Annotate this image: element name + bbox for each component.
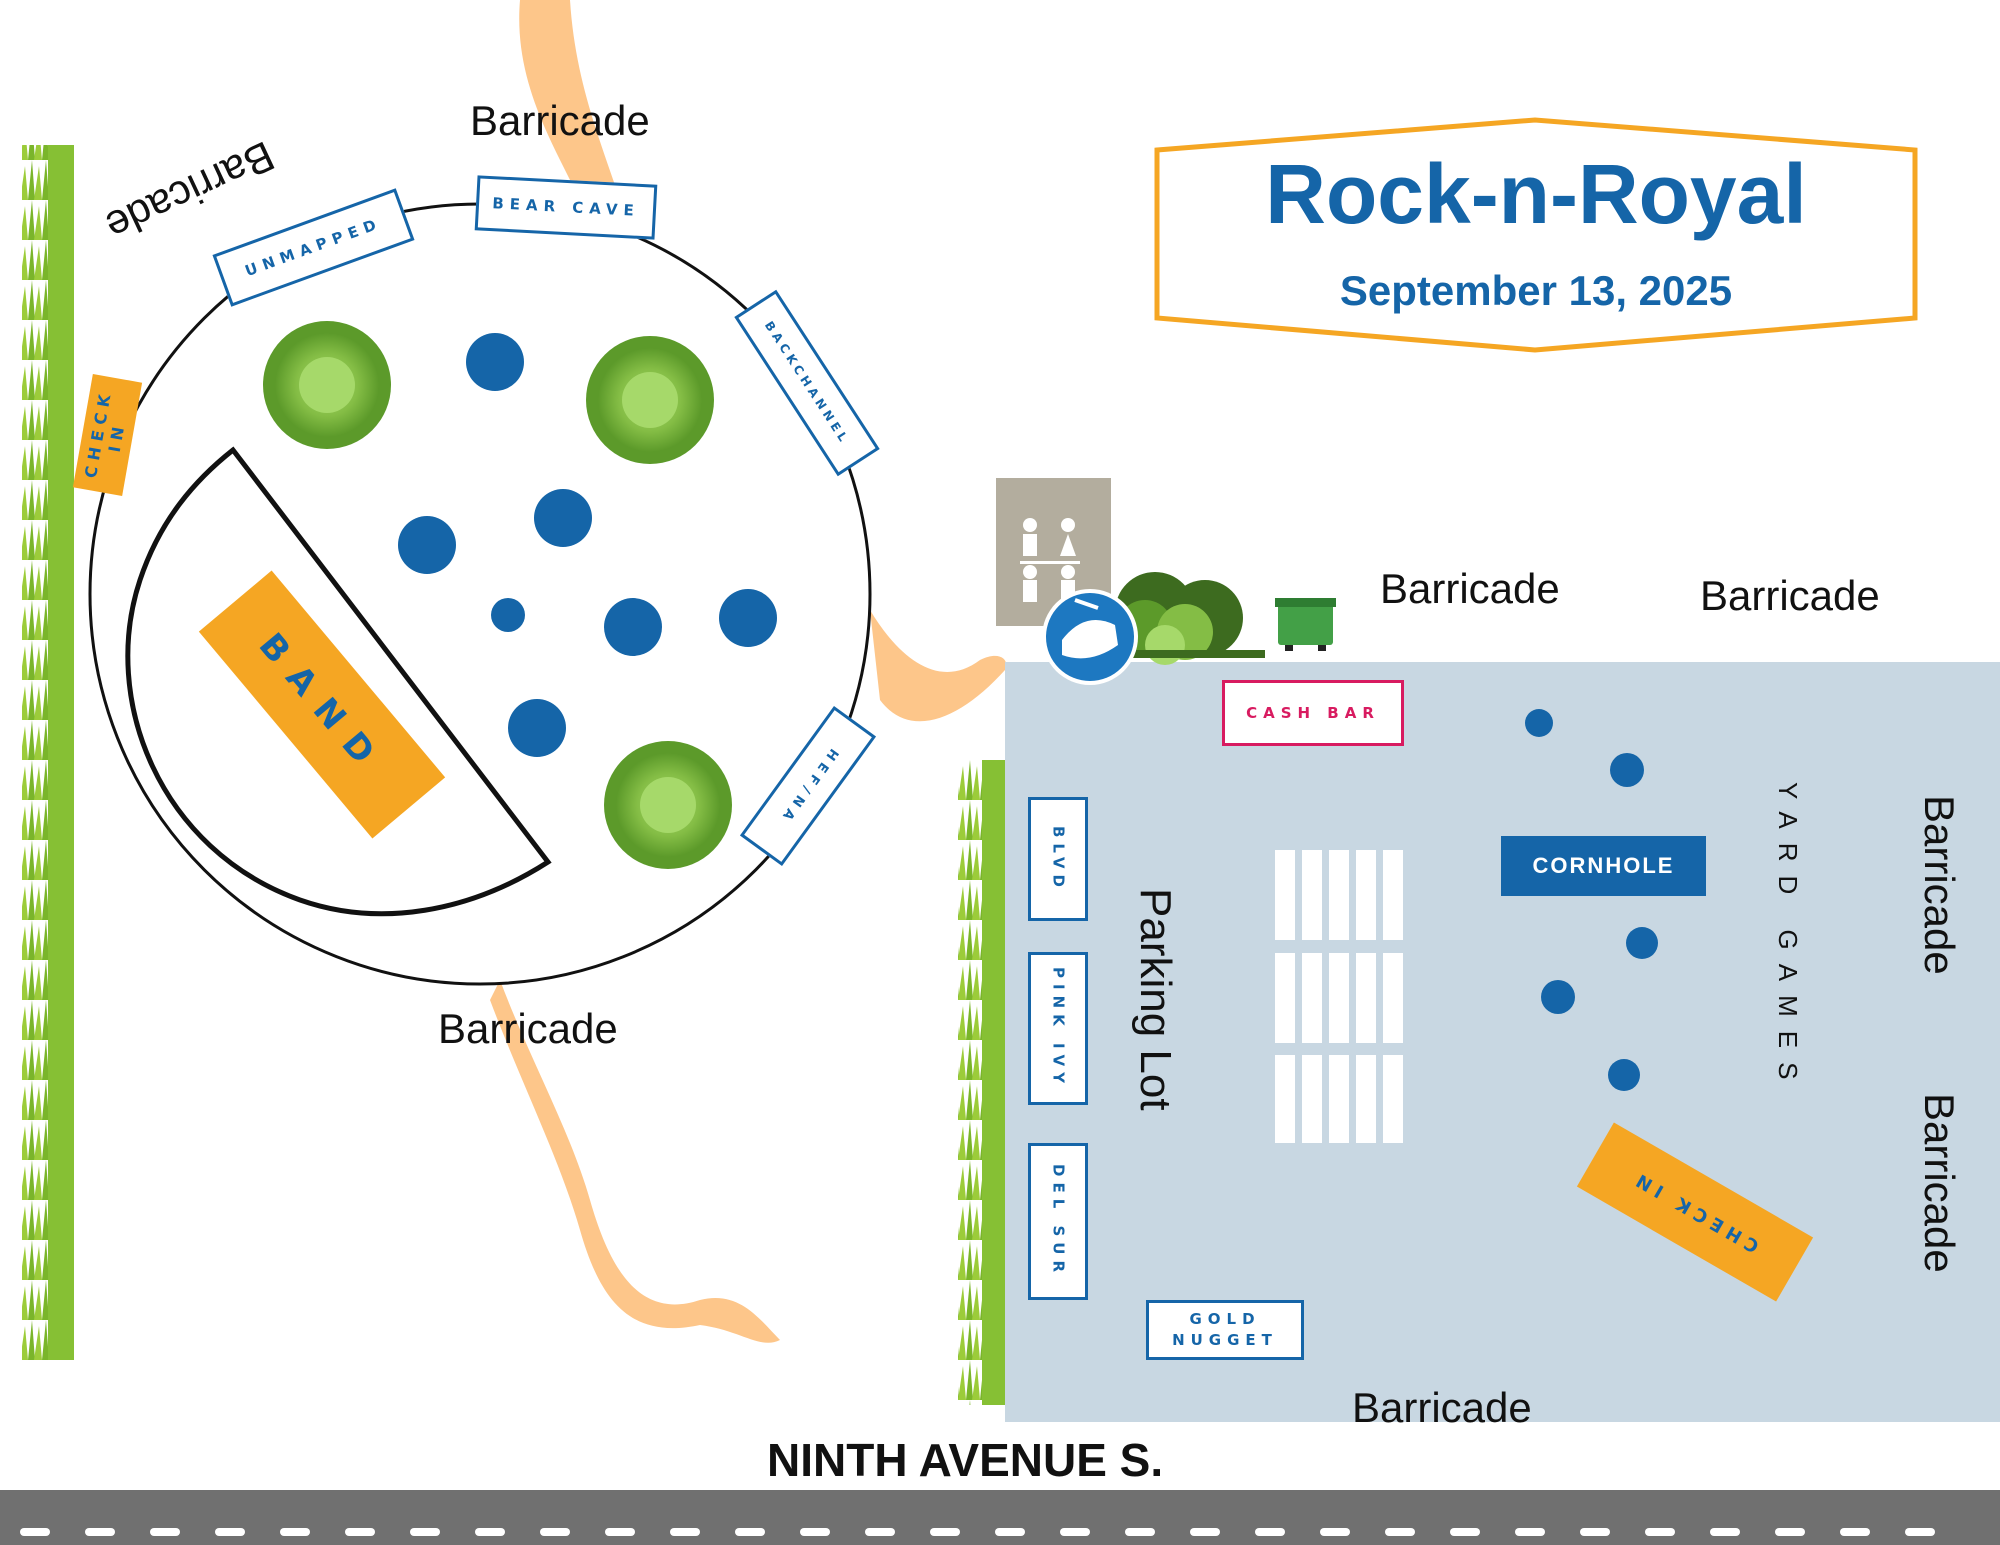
- booth-cornhole[interactable]: CORNHOLE: [1501, 836, 1706, 896]
- yard-games-label: YARD GAMES: [1773, 782, 1803, 1094]
- booth-del-sur[interactable]: DEL SUR: [1028, 1143, 1088, 1300]
- booth-blvd[interactable]: BLVD: [1028, 797, 1088, 921]
- booth-pink-ivy[interactable]: PINK IVY: [1028, 952, 1088, 1105]
- bush-icon: [1115, 572, 1265, 665]
- parking-lot-label: Parking Lot: [1131, 888, 1180, 1111]
- walkway-right: [870, 610, 1007, 722]
- road-dashes: [20, 1528, 1935, 1536]
- walkway-top: [519, 0, 620, 200]
- booth-bear-cave[interactable]: BEAR CAVE: [474, 175, 658, 240]
- barricade-label-bottom-circle: Barricade: [438, 1005, 618, 1052]
- table-icon: [1525, 709, 1658, 1091]
- title-frame: [1154, 117, 1918, 353]
- tree-icon: [586, 336, 714, 464]
- road: [0, 1490, 2000, 1545]
- street-name: NINTH AVENUE S.: [767, 1434, 1164, 1486]
- barricade-label-lot-bottom: Barricade: [1352, 1384, 1532, 1431]
- barricade-label-lot-top-2: Barricade: [1700, 572, 1880, 619]
- event-title: Rock-n-Royal: [1265, 147, 1807, 241]
- booth-gold-nugget[interactable]: GOLD NUGGET: [1146, 1300, 1304, 1360]
- event-date: September 13, 2025: [1339, 267, 1733, 314]
- tree-icon: [604, 741, 732, 869]
- table-icon: [398, 333, 777, 757]
- booth-cash-bar[interactable]: CASH BAR: [1222, 680, 1404, 746]
- parking-stripes: [1275, 850, 1403, 1143]
- dumpster-icon: [1275, 598, 1336, 651]
- tree-icon: [263, 321, 391, 449]
- barricade-label-lot-right-2: Barricade: [1916, 1093, 1963, 1273]
- parking-lot: [1005, 662, 2000, 1422]
- barricade-label-lot-top-1: Barricade: [1380, 565, 1560, 612]
- barricade-label-lot-right-1: Barricade: [1916, 795, 1963, 975]
- barricade-label-top: Barricade: [470, 97, 650, 144]
- handwash-icon: [1042, 589, 1138, 685]
